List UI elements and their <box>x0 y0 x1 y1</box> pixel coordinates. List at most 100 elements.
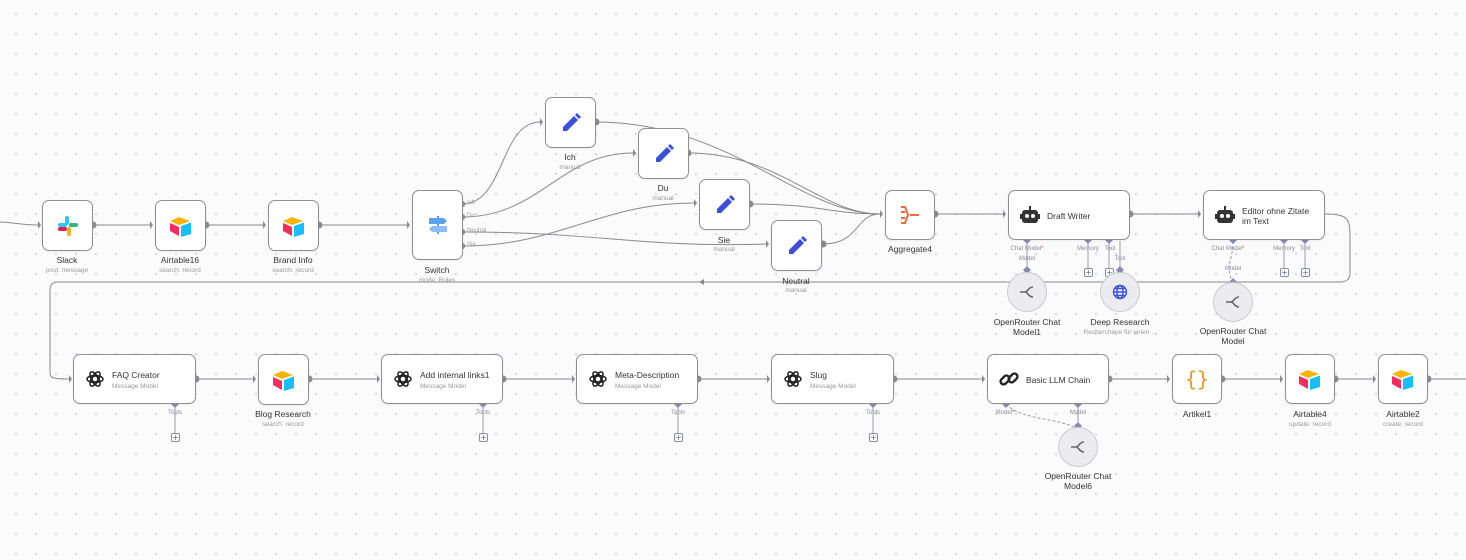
editor-add-tool-button[interactable]: + <box>1301 268 1310 277</box>
slack-sub: post: message <box>45 267 89 274</box>
openai-icon <box>392 368 414 390</box>
openrouter6-node[interactable] <box>1058 427 1098 467</box>
meta-description-node[interactable]: Meta-Description Message Model <box>576 354 698 404</box>
airtable-icon <box>167 212 195 240</box>
faq-creator-sub: Message Model <box>112 383 158 390</box>
slug-node[interactable]: Slug Message Model <box>771 354 894 404</box>
slack-label: Slack <box>56 255 78 265</box>
openrouter1-node[interactable] <box>1007 272 1047 312</box>
du-node[interactable] <box>638 128 689 179</box>
switch-output-ich: Ich <box>467 200 476 206</box>
add-internal-links-sub: Message Model <box>420 383 466 390</box>
pencil-icon <box>711 191 739 219</box>
du-sub: manual <box>652 195 674 202</box>
add-internal-links-node[interactable]: Add internal links1 Message Model <box>381 354 503 404</box>
slack-node[interactable] <box>42 200 93 251</box>
faq-creator-port-tools: Tools <box>167 410 183 416</box>
code-braces-icon: {} <box>1184 367 1210 391</box>
openrouter-icon <box>1226 296 1240 308</box>
pencil-icon <box>783 232 811 260</box>
airtable2-node[interactable] <box>1378 354 1428 404</box>
airtable-icon <box>1296 365 1324 393</box>
basic-llm-chain-node[interactable]: Basic LLM Chain <box>987 354 1109 404</box>
draft-writer-node[interactable]: Draft Writer <box>1008 190 1130 240</box>
deep-research-port-label: Tool <box>1114 256 1126 262</box>
faq-creator-label: FAQ Creator <box>112 370 160 380</box>
editor-port-tool: Tool <box>1299 246 1311 252</box>
switch-output-sie: Sie <box>467 242 476 248</box>
slug-sub: Message Model <box>810 383 856 390</box>
ich-sub: manual <box>559 164 581 171</box>
openrouter-editor-label-2: Model <box>1221 336 1245 346</box>
draft-writer-label: Draft Writer <box>1047 211 1091 221</box>
sie-sub: manual <box>713 246 735 253</box>
add-internal-links-label: Add internal links1 <box>420 370 490 380</box>
slug-add-tool-button[interactable]: + <box>869 433 878 442</box>
basic-llm-chain-label: Basic LLM Chain <box>1026 375 1091 385</box>
add-memory-button[interactable]: + <box>1084 268 1093 277</box>
openrouter-icon <box>1071 441 1085 453</box>
switch-output-du: Du <box>467 213 475 219</box>
slack-icon <box>54 212 82 240</box>
aggregate-icon <box>896 201 924 229</box>
switch-icon <box>424 211 452 239</box>
neutral-sub: manual <box>785 287 807 294</box>
openrouter-editor-node[interactable] <box>1213 282 1253 322</box>
chain-link-icon <box>998 368 1020 390</box>
robot-icon <box>1019 204 1041 226</box>
airtable4-sub: update: record <box>1289 421 1331 428</box>
ich-label: Ich <box>564 152 576 162</box>
ich-node[interactable] <box>545 97 596 148</box>
airtable16-sub: search: record <box>159 267 201 274</box>
deep-research-sub: Recherchiere für einen ... <box>1083 329 1157 336</box>
editor-port-memory: Memory <box>1273 246 1295 252</box>
editor-port-chat-model: Chat Model* <box>1211 246 1245 252</box>
meta-description-port-tools: Tools <box>670 410 686 416</box>
blog-research-node[interactable] <box>258 354 309 405</box>
airtable4-node[interactable] <box>1285 354 1335 404</box>
meta-description-sub: Message Model <box>615 383 661 390</box>
editor-label-1: Editor ohne Zitate <box>1242 206 1310 216</box>
faq-creator-add-tool-button[interactable]: + <box>171 433 180 442</box>
slug-label: Slug <box>810 370 828 380</box>
globe-icon <box>1112 284 1128 300</box>
openrouter6-label-2: Model6 <box>1064 481 1092 491</box>
brand-info-sub: search: record <box>272 267 314 274</box>
openrouter-editor-label-1: OpenRouter Chat <box>1199 326 1267 336</box>
switch-node[interactable] <box>412 190 463 260</box>
brand-info-node[interactable] <box>268 200 319 251</box>
draft-writer-port-tool: Tool <box>1104 246 1116 252</box>
brand-info-label: Brand Info <box>273 255 313 265</box>
airtable2-sub: create: record <box>1382 421 1424 428</box>
airtable-icon <box>1389 365 1417 393</box>
pencil-icon <box>557 109 585 137</box>
editor-add-memory-button[interactable]: + <box>1280 268 1289 277</box>
faq-creator-node[interactable]: FAQ Creator Message Model <box>73 354 196 404</box>
neutral-label: Neutral <box>782 276 810 286</box>
sie-label: Sie <box>717 235 731 245</box>
openrouter6-label-1: OpenRouter Chat <box>1044 471 1112 481</box>
openrouter-icon <box>1020 286 1034 298</box>
meta-description-add-tool-button[interactable]: + <box>674 433 683 442</box>
editor-label-2: im Text <box>1242 216 1269 226</box>
blog-research-label: Blog Research <box>255 409 311 419</box>
aggregate4-label: Aggregate4 <box>888 244 932 254</box>
openrouter1-label-2: Model1 <box>1013 327 1041 337</box>
openrouter-editor-port-label: Model <box>1224 266 1242 272</box>
sie-node[interactable] <box>699 179 750 230</box>
blog-research-sub: search: record <box>262 421 304 428</box>
add-internal-links-add-tool-button[interactable]: + <box>479 433 488 442</box>
deep-research-node[interactable] <box>1100 272 1140 312</box>
airtable16-node[interactable] <box>155 200 206 251</box>
draft-writer-port-memory: Memory <box>1077 246 1099 252</box>
aggregate4-node[interactable] <box>885 190 935 240</box>
switch-label: Switch <box>424 265 450 275</box>
artikel1-node[interactable]: {} <box>1172 354 1222 404</box>
openai-icon <box>782 368 804 390</box>
neutral-node[interactable] <box>771 220 822 271</box>
openrouter1-label-1: OpenRouter Chat <box>993 317 1061 327</box>
draft-writer-port-chat-model: Chat Model* <box>1010 246 1044 252</box>
editor-node[interactable]: Editor ohne Zitate im Text <box>1203 190 1325 240</box>
